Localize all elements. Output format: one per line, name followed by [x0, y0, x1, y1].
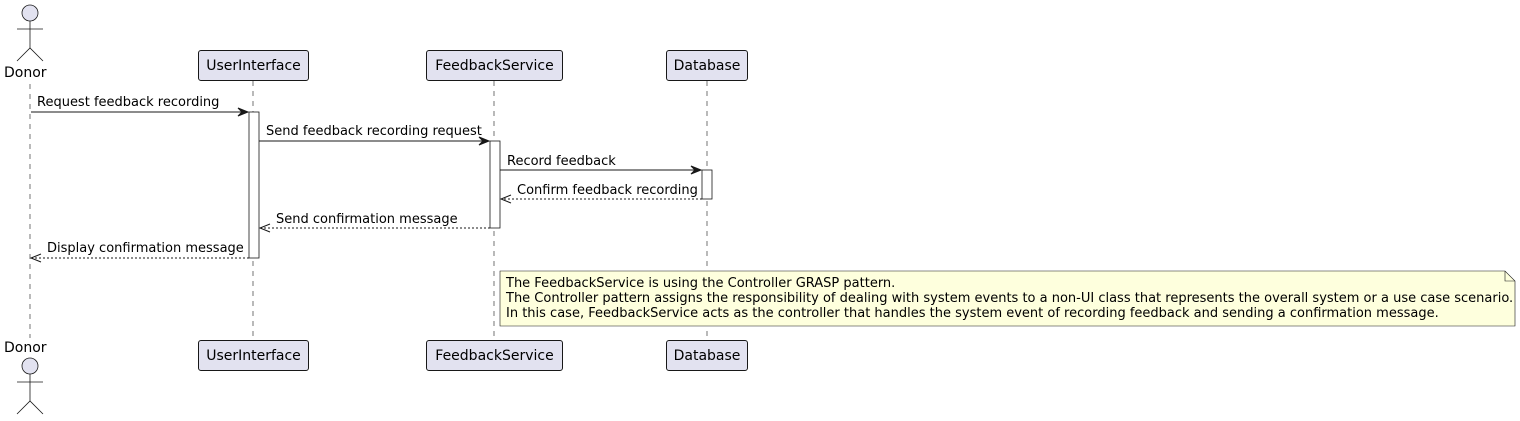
- message-label-record-feedback: Record feedback: [507, 154, 616, 169]
- message-label-confirm-feedback-recording: Confirm feedback recording: [517, 183, 698, 198]
- note-line: The Controller pattern assigns the respo…: [506, 291, 1514, 306]
- participant-userinterface-top[interactable]: UserInterface: [198, 50, 309, 81]
- actor-donor-bottom-label: Donor: [4, 340, 47, 356]
- note-fold: [1504, 271, 1515, 282]
- message-arrow-send-feedback-recording-request-head: [478, 136, 491, 146]
- message-arrow-request-feedback-recording-head: [237, 107, 250, 117]
- actor-donor-top-legs: [16, 47, 44, 62]
- activation-feedbackservice: [489, 140, 501, 229]
- note-shape: [499, 270, 1516, 327]
- note-controller-grasp: The FeedbackService is using the Control…: [500, 271, 1515, 326]
- actor-donor-bottom-legs: [16, 400, 44, 415]
- message-label-send-feedback-recording-request: Send feedback recording request: [266, 124, 482, 139]
- message-label-send-confirmation-message: Send confirmation message: [276, 212, 458, 227]
- note-line: The FeedbackService is using the Control…: [506, 276, 896, 291]
- activation-userinterface: [248, 111, 260, 259]
- note-line: In this case, FeedbackService acts as th…: [506, 306, 1439, 321]
- participant-database-bottom[interactable]: Database: [666, 340, 748, 371]
- activation-database: [701, 169, 713, 200]
- participant-feedbackservice-bottom[interactable]: FeedbackService: [426, 340, 563, 371]
- actor-donor-top-label: Donor: [4, 65, 47, 81]
- message-arrow-display-confirmation-message-head: [29, 253, 42, 263]
- message-label-request-feedback-recording: Request feedback recording: [37, 95, 220, 110]
- message-label-display-confirmation-message: Display confirmation message: [47, 241, 244, 256]
- actor-donor-bottom-head: [21, 357, 39, 375]
- message-arrow-record-feedback-head: [690, 165, 703, 175]
- participant-database-top[interactable]: Database: [666, 50, 748, 81]
- actor-donor-top-head: [21, 4, 39, 22]
- participant-feedbackservice-top[interactable]: FeedbackService: [426, 50, 563, 81]
- participant-userinterface-bottom[interactable]: UserInterface: [198, 340, 309, 371]
- message-arrow-send-confirmation-message-head: [258, 223, 271, 233]
- message-arrow-confirm-feedback-recording-head: [499, 194, 512, 204]
